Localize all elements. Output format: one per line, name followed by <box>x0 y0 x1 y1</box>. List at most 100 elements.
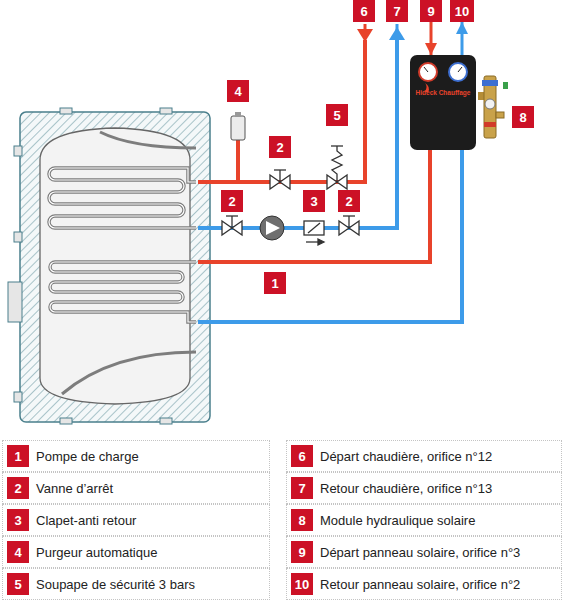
legend-text: Vanne d’arrêt <box>36 481 113 496</box>
check-valve <box>304 221 324 245</box>
tank-flange <box>14 392 22 402</box>
callout-number: 4 <box>7 541 29 563</box>
shutoff-valve <box>279 170 280 182</box>
pressure-gauge <box>449 63 467 81</box>
heat-exchanger-coil <box>50 262 196 322</box>
circulation-pump <box>260 216 284 240</box>
tank-flange <box>60 418 72 424</box>
callout-box: 8 <box>512 106 534 128</box>
hot-pipe <box>236 140 240 182</box>
callout-box: 2 <box>338 190 360 212</box>
solar-fittings <box>478 92 484 100</box>
pressure-gauge <box>424 67 428 72</box>
callout-box: 7 <box>386 0 408 22</box>
circulation-pump <box>260 216 284 240</box>
callout-number: 3 <box>310 195 317 208</box>
shutoff-valve <box>280 175 290 189</box>
brand-text: Hideck Chauffage <box>416 89 471 96</box>
solar-fittings <box>485 99 495 109</box>
pressure-gauge <box>425 83 429 92</box>
air-vent <box>235 112 241 117</box>
callout-number: 2 <box>345 195 352 208</box>
shutoff-valve <box>231 216 232 228</box>
callout-box: 5 <box>326 104 348 126</box>
pressure-gauge <box>419 63 467 92</box>
tank-flange <box>8 108 172 424</box>
callout-number: 2 <box>7 477 29 499</box>
heat-exchanger-coil <box>50 262 196 322</box>
callout-number: 10 <box>455 5 469 18</box>
legend-text: Purgeur automatique <box>36 545 157 560</box>
callout-box: 2 <box>269 136 291 158</box>
callout-number: 1 <box>271 277 278 290</box>
flow-arrow <box>364 24 367 30</box>
shutoff-valve <box>222 170 359 235</box>
legend-text: Départ panneau solaire, orifice n°3 <box>320 545 520 560</box>
flow-arrow <box>357 24 405 42</box>
solar-fittings <box>482 80 498 86</box>
legend-text: Clapet-anti retour <box>36 513 136 528</box>
check-valve <box>308 223 320 233</box>
legend-row: Départ chaudière, orifice n°12 <box>286 440 562 472</box>
callout-number: 5 <box>333 109 340 122</box>
flow-arrow <box>396 24 399 30</box>
shutoff-valve <box>339 221 349 235</box>
hot-pipe <box>198 150 430 262</box>
callout-number: 1 <box>7 445 29 467</box>
heat-exchanger-coil <box>49 168 196 228</box>
callout-number: 7 <box>291 477 313 499</box>
heat-exchanger-coil <box>100 132 196 148</box>
legend-row: Module hydraulique solaire <box>286 504 562 536</box>
shutoff-valve <box>222 221 232 235</box>
pressure-gauge <box>458 67 462 72</box>
solar-fittings <box>496 112 504 118</box>
safety-valve <box>331 145 343 146</box>
shutoff-valve <box>343 215 355 216</box>
legend-row: Départ panneau solaire, orifice n°3 <box>286 536 562 568</box>
legend-text: Retour panneau solaire, orifice n°2 <box>320 577 520 592</box>
callout-number: 9 <box>291 541 313 563</box>
callout-number: 6 <box>291 445 313 467</box>
hot-pipe <box>198 40 365 182</box>
tank-flange <box>14 146 22 156</box>
pressure-gauge <box>419 63 437 81</box>
flow-connector <box>430 22 433 55</box>
callout-number: 2 <box>276 141 283 154</box>
tank-flange <box>160 108 172 114</box>
legend-row: Pompe de charge <box>2 440 270 472</box>
legend-text: Module hydraulique solaire <box>320 513 475 528</box>
solar-fittings <box>503 82 508 89</box>
callout-number: 5 <box>7 573 29 595</box>
callout-box: 1 <box>264 272 286 294</box>
solar-fittings <box>478 76 508 138</box>
solar-fittings <box>484 76 496 138</box>
heat-exchanger-coil <box>49 168 196 228</box>
safety-valve <box>327 175 337 189</box>
callout-box: 6 <box>353 0 375 22</box>
callout-number: 6 <box>360 5 367 18</box>
legend-text: Retour chaudière, orifice n°13 <box>320 481 492 496</box>
flow-arrow <box>357 29 373 42</box>
tank-flange <box>60 108 72 114</box>
heat-exchanger-coil <box>49 132 196 394</box>
callout-box: 3 <box>303 190 325 212</box>
check-valve <box>306 241 320 242</box>
tank-flange <box>8 282 22 322</box>
legend-text: Soupape de sécurité 3 bars <box>36 577 195 592</box>
heat-exchanger-coil <box>62 352 196 394</box>
legend-row: Retour panneau solaire, orifice n°2 <box>286 568 562 600</box>
legend-row: Retour chaudière, orifice n°13 <box>286 472 562 504</box>
tank-body <box>20 112 210 422</box>
legend-row: Purgeur automatique <box>2 536 270 568</box>
tank-flange <box>160 418 172 424</box>
cold-pipe <box>198 150 462 322</box>
flow-arrow <box>389 27 405 40</box>
callout-box: 4 <box>227 80 249 102</box>
